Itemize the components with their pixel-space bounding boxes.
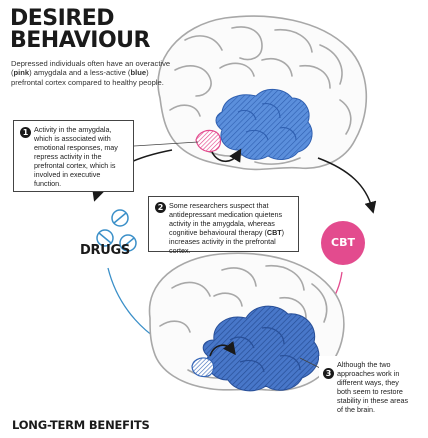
bottom-balance-arrow-icon	[209, 341, 236, 357]
callout-1: 1 Activity in the amygdala, which is ass…	[13, 120, 134, 192]
callout-2-text-before: Some researchers suspect that antidepres…	[169, 201, 283, 237]
callout-2-number-badge: 2	[155, 202, 166, 213]
callout-3-connector	[299, 357, 321, 369]
cbt-badge: CBT	[321, 221, 365, 265]
callout-2-text: Some researchers suspect that antidepres…	[155, 201, 293, 255]
callout-2-text-after: ) increases activity in the prefrontal c…	[169, 228, 285, 255]
drugs-label: DRUGS	[80, 243, 130, 258]
title-line-1: DESIRED	[10, 6, 115, 31]
intro-text: Depressed individuals often have an over…	[11, 59, 179, 87]
top-inhibit-arrow	[211, 148, 242, 163]
top-prefrontal-cortex	[215, 89, 313, 160]
page-title: DESIRED BEHAVIOUR	[10, 8, 150, 52]
callout-3-text: Although the two approaches work in diff…	[337, 360, 409, 414]
title-line-2: BEHAVIOUR	[10, 28, 150, 53]
callout-1-connector	[133, 141, 199, 147]
callout-2: 2 Some researchers suspect that antidepr…	[148, 196, 299, 255]
intro-part-1: Depressed individuals often have an over…	[11, 59, 171, 78]
intro-part-3: ) prefrontal cortex compared to healthy …	[11, 68, 164, 87]
callout-1-text: Activity in the amygdala, which is assoc…	[34, 125, 118, 188]
callout-1-number-badge: 1	[20, 127, 31, 138]
footer-heading: LONG-TERM BENEFITS	[12, 418, 150, 432]
intro-pink-word: pink	[13, 68, 30, 78]
right-arrow-icon	[317, 157, 377, 214]
callout-2-cbt-bold: CBT	[266, 228, 282, 237]
pill-icon	[96, 209, 137, 252]
callout-3: 3 Although the two approaches work in di…	[319, 356, 418, 422]
intro-blue-word: blue	[130, 68, 147, 78]
callout-3-number-badge: 3	[323, 368, 334, 379]
intro-part-2: ) amygdala and a less-active (	[29, 68, 131, 78]
bottom-amygdala	[191, 357, 215, 378]
top-amygdala	[195, 129, 222, 153]
